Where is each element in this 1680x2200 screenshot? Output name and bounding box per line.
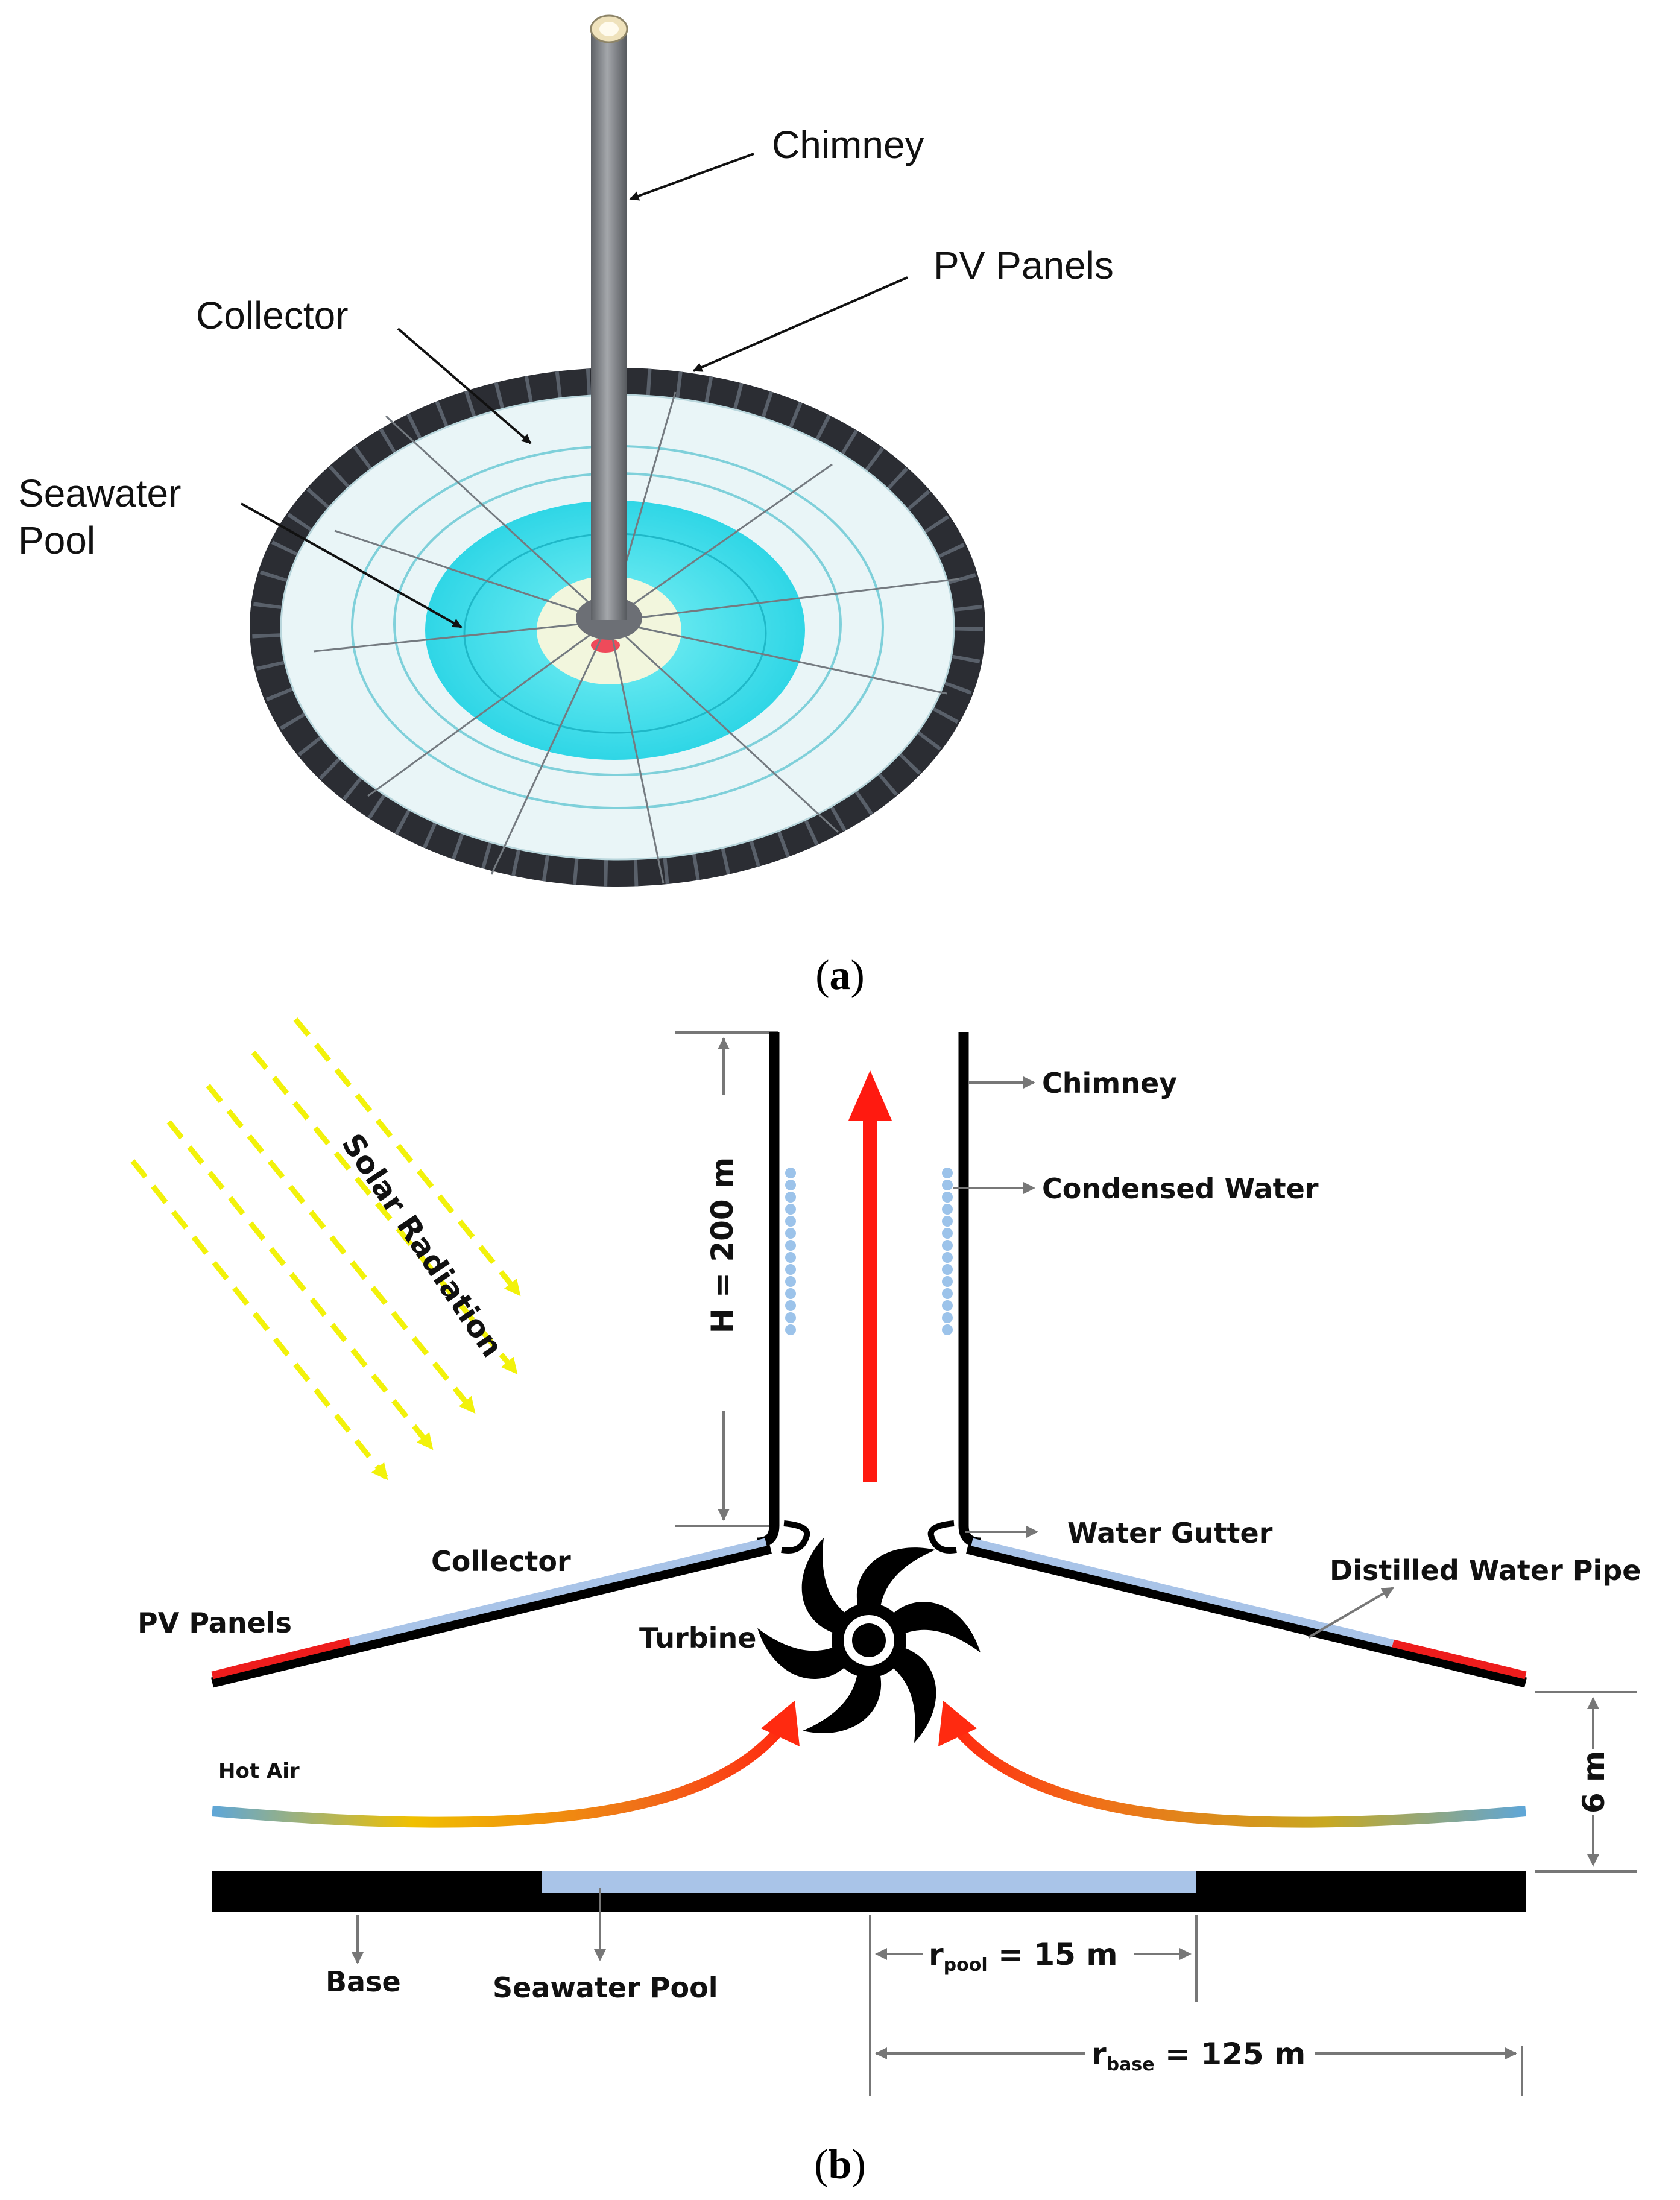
chimney-left-wall xyxy=(757,1032,780,1548)
radius-dimensions xyxy=(869,1915,1523,2096)
panel-a: Chimney PV Panels Collector Seawater Poo… xyxy=(18,14,1114,999)
label-pv-panels: PV Panels xyxy=(933,244,1114,287)
pv-panel-left xyxy=(211,1637,351,1680)
label-collector-b: Collector xyxy=(431,1545,571,1578)
condensed-droplets-left xyxy=(785,1168,796,1335)
rising-air-arrowhead xyxy=(848,1070,892,1121)
turbine xyxy=(757,1537,981,1743)
height-dimension-label: H = 200 m xyxy=(705,1157,740,1333)
water-gutter-right xyxy=(927,1520,957,1554)
pv-panels-pointer xyxy=(692,276,908,372)
seawater-pool-b xyxy=(542,1871,1196,1893)
label-collector: Collector xyxy=(196,294,349,337)
chimney-top-opening xyxy=(599,22,619,36)
label-condensed-water: Condensed Water xyxy=(1042,1172,1319,1205)
panel-b: Solar Radiation H = 200 m xyxy=(130,1017,1641,2188)
label-pointers xyxy=(352,1076,1394,1964)
label-seawater-pool-line2: Pool xyxy=(18,519,95,562)
collector-roof-right xyxy=(966,1543,1527,1688)
collector-pointer xyxy=(397,327,532,444)
chimney-tower xyxy=(591,29,627,620)
label-hot-air: Hot Air xyxy=(218,1759,300,1783)
hot-air-flow-left xyxy=(212,1721,789,1828)
hot-air-flow-right xyxy=(949,1721,1526,1828)
label-base: Base xyxy=(326,1965,401,1998)
water-gutter-left xyxy=(781,1520,810,1554)
r-pool-label: rpool = 15 m xyxy=(929,1937,1117,1976)
label-seawater-pool-b: Seawater Pool xyxy=(493,1971,718,2004)
hot-air-arrowhead-left xyxy=(761,1701,800,1746)
solar-radiation-rays xyxy=(130,1017,521,1481)
seawater-pool-pointer xyxy=(241,502,463,628)
label-seawater-pool-line1: Seawater xyxy=(18,472,181,515)
label-distilled-water-pipe: Distilled Water Pipe xyxy=(1330,1554,1641,1587)
chimney-right-wall xyxy=(958,1032,981,1548)
caption-a: (a) xyxy=(815,952,865,999)
pv-panel-right xyxy=(1392,1639,1527,1680)
label-chimney: Chimney xyxy=(772,123,924,166)
label-pv-panels-b: PV Panels xyxy=(137,1607,292,1639)
collector-height-label: 6 m xyxy=(1576,1751,1611,1813)
label-turbine: Turbine xyxy=(639,1622,756,1654)
label-water-gutter: Water Gutter xyxy=(1067,1517,1273,1549)
collector-glass-left xyxy=(349,1538,767,1646)
height-dimension xyxy=(675,1031,778,1527)
caption-b: (b) xyxy=(814,2142,866,2188)
label-solar-radiation: Solar Radiation xyxy=(335,1127,510,1364)
hot-air-arrowhead-right xyxy=(938,1701,977,1746)
condensed-droplets-right xyxy=(942,1168,953,1335)
collector-glass-right xyxy=(971,1538,1394,1648)
collector-roof-left xyxy=(211,1543,772,1688)
chimney-pointer xyxy=(629,153,754,201)
r-base-label: rbase = 125 m xyxy=(1091,2037,1306,2075)
rising-air-shaft xyxy=(863,1114,877,1482)
label-chimney-b: Chimney xyxy=(1042,1067,1177,1099)
collector-height-dimension xyxy=(1535,1691,1637,1873)
